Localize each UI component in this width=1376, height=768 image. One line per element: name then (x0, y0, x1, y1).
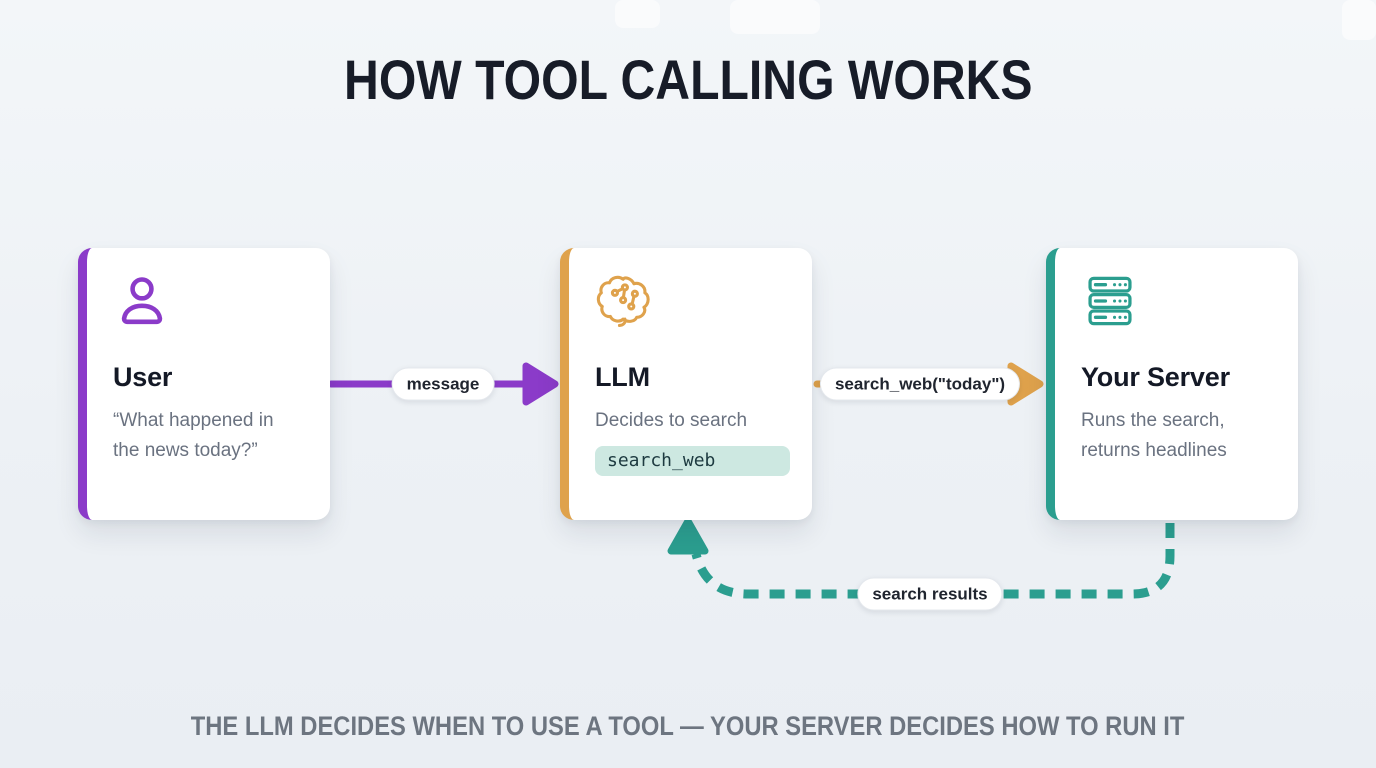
card-server-description: Runs the search, returns headlines (1081, 410, 1227, 461)
ghost-shape (1342, 0, 1376, 40)
arrow-label-tool-call: search_web("today") (819, 367, 1021, 401)
card-server-title: Your Server (1081, 362, 1230, 392)
card-user-description: “What happened in the news today?” (113, 410, 274, 461)
search-results-return-path (691, 523, 1175, 599)
footer-caption: THE LLM DECIDES WHEN TO USE A TOOL — YOU… (191, 711, 1185, 741)
ghost-shape (615, 0, 660, 28)
ghost-shape (730, 0, 820, 34)
card-user-title: User (113, 362, 173, 392)
search-results-arrowhead-icon (667, 517, 709, 555)
brain-circuit-icon (596, 275, 650, 328)
server-icon (1088, 276, 1132, 326)
card-llm: LLM Decides to search search_web (560, 248, 812, 520)
arrow-label-search-results: search results (857, 577, 1003, 611)
card-llm-title: LLM (595, 362, 650, 392)
message-arrowhead-icon (522, 362, 559, 406)
card-server: Your Server Runs the search, returns hea… (1046, 248, 1298, 520)
page-title: HOW TOOL CALLING WORKS (343, 48, 1033, 111)
user-icon (121, 277, 163, 325)
arrow-label-message: message (391, 367, 495, 401)
card-llm-description: Decides to search search_web (595, 406, 790, 476)
tool-badge: search_web (595, 446, 790, 476)
card-user: User “What happened in the news today?” (78, 248, 330, 520)
